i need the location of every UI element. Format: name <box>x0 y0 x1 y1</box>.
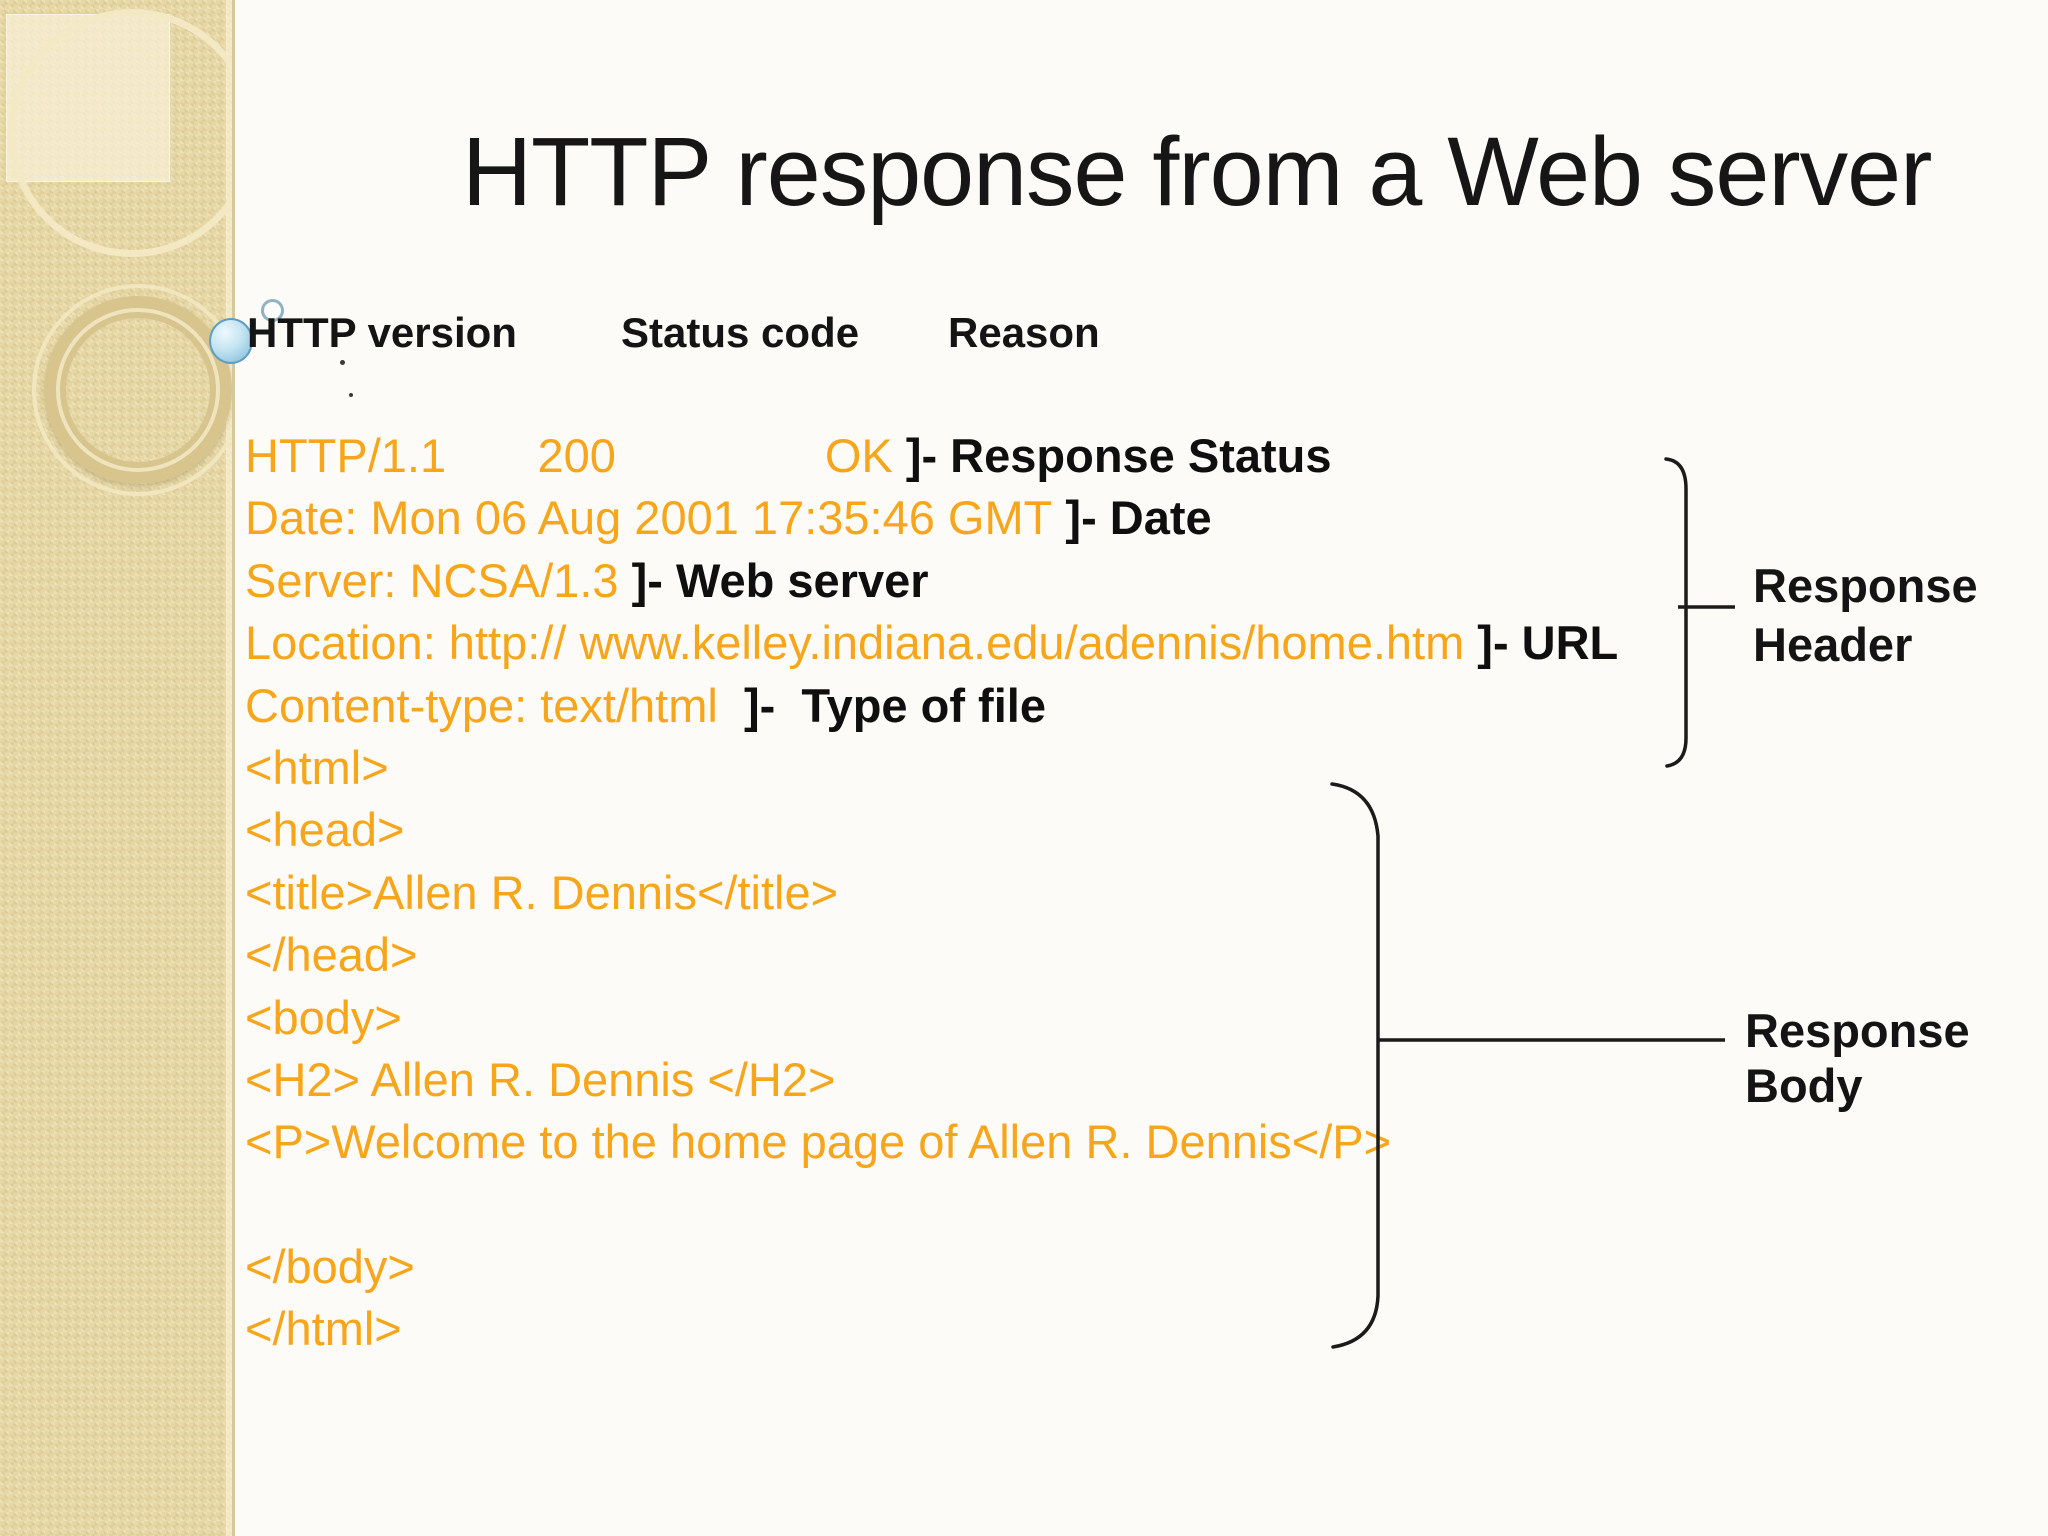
field-label-status-code: Status code <box>621 309 860 356</box>
code-annotation: ]- Date <box>1052 491 1212 545</box>
code-text: <title>Allen R. Dennis</title> <box>245 865 839 919</box>
response-code-line: Location: http:// www.kelley.indiana.edu… <box>245 612 1618 674</box>
response-code-line <box>245 1174 1618 1236</box>
response-code-line: Content-type: text/html ]- Type of file <box>245 675 1618 737</box>
code-text: </body> <box>245 1240 415 1294</box>
response-header-label-line1: Response <box>1753 559 1978 612</box>
code-text: Content-type: text/html <box>245 678 718 732</box>
circle-outline-decoration <box>8 9 232 257</box>
code-text: </head> <box>245 928 418 982</box>
code-text: Server: NCSA/1.3 <box>245 553 619 607</box>
response-header-label: Response Header <box>1753 556 1978 674</box>
code-text: <body> <box>245 990 402 1044</box>
code-annotation: ]- Web server <box>618 553 929 607</box>
code-annotation: ]- Type of file <box>717 678 1046 732</box>
code-text: HTTP/1.1 200 OK <box>245 429 893 482</box>
response-code-line: <P>Welcome to the home page of Allen R. … <box>245 1111 1618 1173</box>
code-text: <P>Welcome to the home page of Allen R. … <box>245 1115 1392 1169</box>
code-text: <H2> Allen R. Dennis </H2> <box>245 1052 836 1106</box>
response-code-line: </body> <box>245 1236 1618 1298</box>
response-code-line: HTTP/1.1 200 OK ]- Response Status <box>245 425 1618 487</box>
code-text: Date: Mon 06 Aug 2001 17:35:46 GMT <box>245 491 1053 545</box>
response-code-line: <H2> Allen R. Dennis </H2> <box>245 1049 1618 1111</box>
response-body-label-line2: Body <box>1745 1059 1863 1112</box>
code-annotation: ]- URL <box>1464 616 1619 670</box>
response-header-brace <box>1664 457 1688 768</box>
stray-dot <box>340 360 345 365</box>
code-text: </html> <box>245 1302 402 1356</box>
response-code-line: <body> <box>245 987 1618 1049</box>
response-code-line: </html> <box>245 1298 1618 1360</box>
response-code-line: <head> <box>245 799 1618 861</box>
response-header-label-line2: Header <box>1753 618 1913 671</box>
sidebar-decoration <box>0 0 235 1536</box>
response-body-label: Response Body <box>1745 1003 1970 1113</box>
response-code-line: </head> <box>245 924 1618 986</box>
ring-inner-outline-decoration <box>56 308 220 472</box>
bullet-ring-icon <box>261 299 284 322</box>
field-label-http-version: HTTP version <box>247 309 517 356</box>
response-code-line: <title>Allen R. Dennis</title> <box>245 862 1618 924</box>
bullet-sphere-icon <box>209 318 253 364</box>
field-label-reason: Reason <box>948 309 1100 356</box>
response-code-line: <html> <box>245 737 1618 799</box>
code-annotation: ]- Response Status <box>892 429 1332 482</box>
page-title: HTTP response from a Web server <box>462 117 1932 226</box>
ring-outline-decoration <box>32 284 232 496</box>
response-code-line: Date: Mon 06 Aug 2001 17:35:46 GMT ]- Da… <box>245 487 1618 549</box>
code-text: <html> <box>245 740 389 794</box>
stray-dot <box>349 393 353 397</box>
response-body-label-line1: Response <box>1745 1004 1970 1057</box>
code-text: <head> <box>245 803 405 857</box>
response-code-line: Server: NCSA/1.3 ]- Web server <box>245 550 1618 612</box>
code-text: Location: http:// www.kelley.indiana.edu… <box>245 616 1465 670</box>
